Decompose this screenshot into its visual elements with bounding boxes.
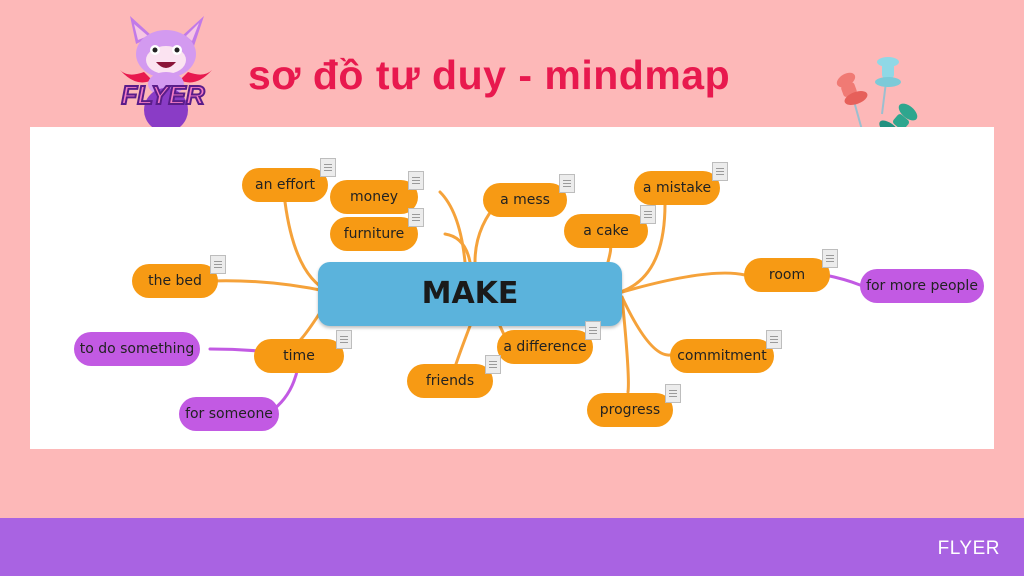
node-to-do-something: to do something	[74, 332, 200, 366]
node-progress: progress	[587, 393, 673, 427]
node-an-effort: an effort	[242, 168, 328, 202]
node-a-difference: a difference	[497, 330, 593, 364]
note-icon	[408, 208, 424, 227]
node-commitment: commitment	[670, 339, 774, 373]
node-a-cake: a cake	[564, 214, 648, 248]
node-money: money	[330, 180, 418, 214]
node-friends: friends	[407, 364, 493, 398]
note-icon	[822, 249, 838, 268]
page-title: sơ đồ tư duy - mindmap	[248, 52, 731, 98]
node-for-someone: for someone	[179, 397, 279, 431]
node-time: time	[254, 339, 344, 373]
note-icon	[766, 330, 782, 349]
note-icon	[336, 330, 352, 349]
mindmap-canvas: MAKE an effort money furniture a mess a …	[30, 127, 994, 449]
note-icon	[210, 255, 226, 274]
note-icon	[485, 355, 501, 374]
node-room: room	[744, 258, 830, 292]
node-for-more-people: for more people	[860, 269, 984, 303]
flyer-logo: FLYER	[120, 16, 212, 132]
note-icon	[665, 384, 681, 403]
note-icon	[585, 321, 601, 340]
note-icon	[408, 171, 424, 190]
footer-bar: FLYER	[0, 518, 1024, 576]
logo-text: FLYER	[121, 80, 205, 110]
node-the-bed: the bed	[132, 264, 218, 298]
central-topic: MAKE	[318, 262, 622, 326]
note-icon	[559, 174, 575, 193]
note-icon	[712, 162, 728, 181]
note-icon	[640, 205, 656, 224]
footer-brand: FLYER	[937, 538, 1000, 559]
node-furniture: furniture	[330, 217, 418, 251]
note-icon	[320, 158, 336, 177]
node-a-mess: a mess	[483, 183, 567, 217]
node-a-mistake: a mistake	[634, 171, 720, 205]
